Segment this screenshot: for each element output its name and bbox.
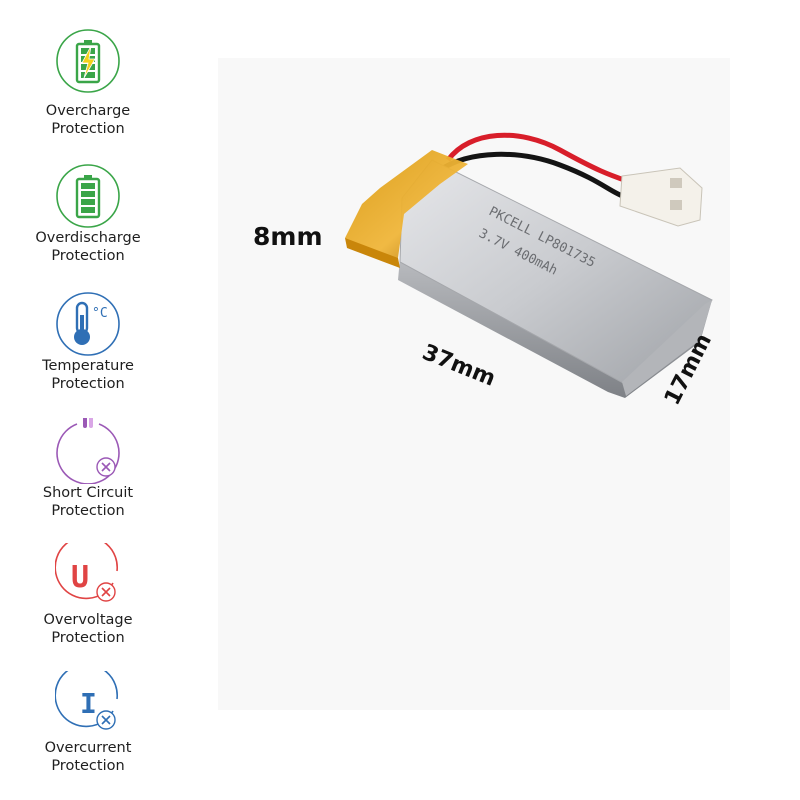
feature-label-line1: Temperature [42, 358, 134, 374]
product-photo-area [218, 58, 730, 710]
feature-label-line1: Overcharge [45, 103, 131, 119]
feature-short-circuit: Short Circuit Protection [0, 418, 176, 528]
power-off-icon [56, 418, 120, 484]
jst-connector [619, 167, 703, 227]
feature-label-line1: Overcurrent [44, 740, 132, 756]
feature-temperature: °C Temperature Protection [0, 291, 176, 401]
battery-charging-icon [56, 29, 120, 93]
voltage-symbol: U [71, 560, 89, 595]
feature-overdischarge: Overdischarge Protection [0, 163, 176, 273]
celsius-symbol: °C [92, 306, 108, 321]
current-i-icon: I [55, 671, 118, 730]
current-symbol: I [80, 687, 97, 720]
feature-label-line2: Protection [51, 758, 125, 774]
feature-label-line2: Protection [51, 503, 125, 519]
thermometer-icon: °C [56, 292, 120, 356]
battery-full-icon [56, 164, 120, 228]
feature-label-line2: Protection [51, 248, 125, 264]
feature-overcurrent: I Overcurrent Protection [0, 671, 176, 781]
feature-label-line2: Protection [51, 376, 125, 392]
feature-overcharge: Overcharge Protection [0, 28, 176, 138]
voltage-u-icon: U [55, 543, 118, 602]
feature-label-line1: Overdischarge [35, 230, 141, 246]
dimension-thickness: 8mm [253, 222, 323, 251]
feature-label-line2: Protection [51, 121, 125, 137]
feature-label-line2: Protection [51, 630, 125, 646]
feature-label-line1: Overvoltage [43, 612, 133, 628]
protection-features: Overcharge Protection Overdischarge Prot… [0, 0, 180, 800]
feature-overvoltage: U Overvoltage Protection [0, 543, 176, 653]
feature-label-line1: Short Circuit [42, 485, 134, 501]
